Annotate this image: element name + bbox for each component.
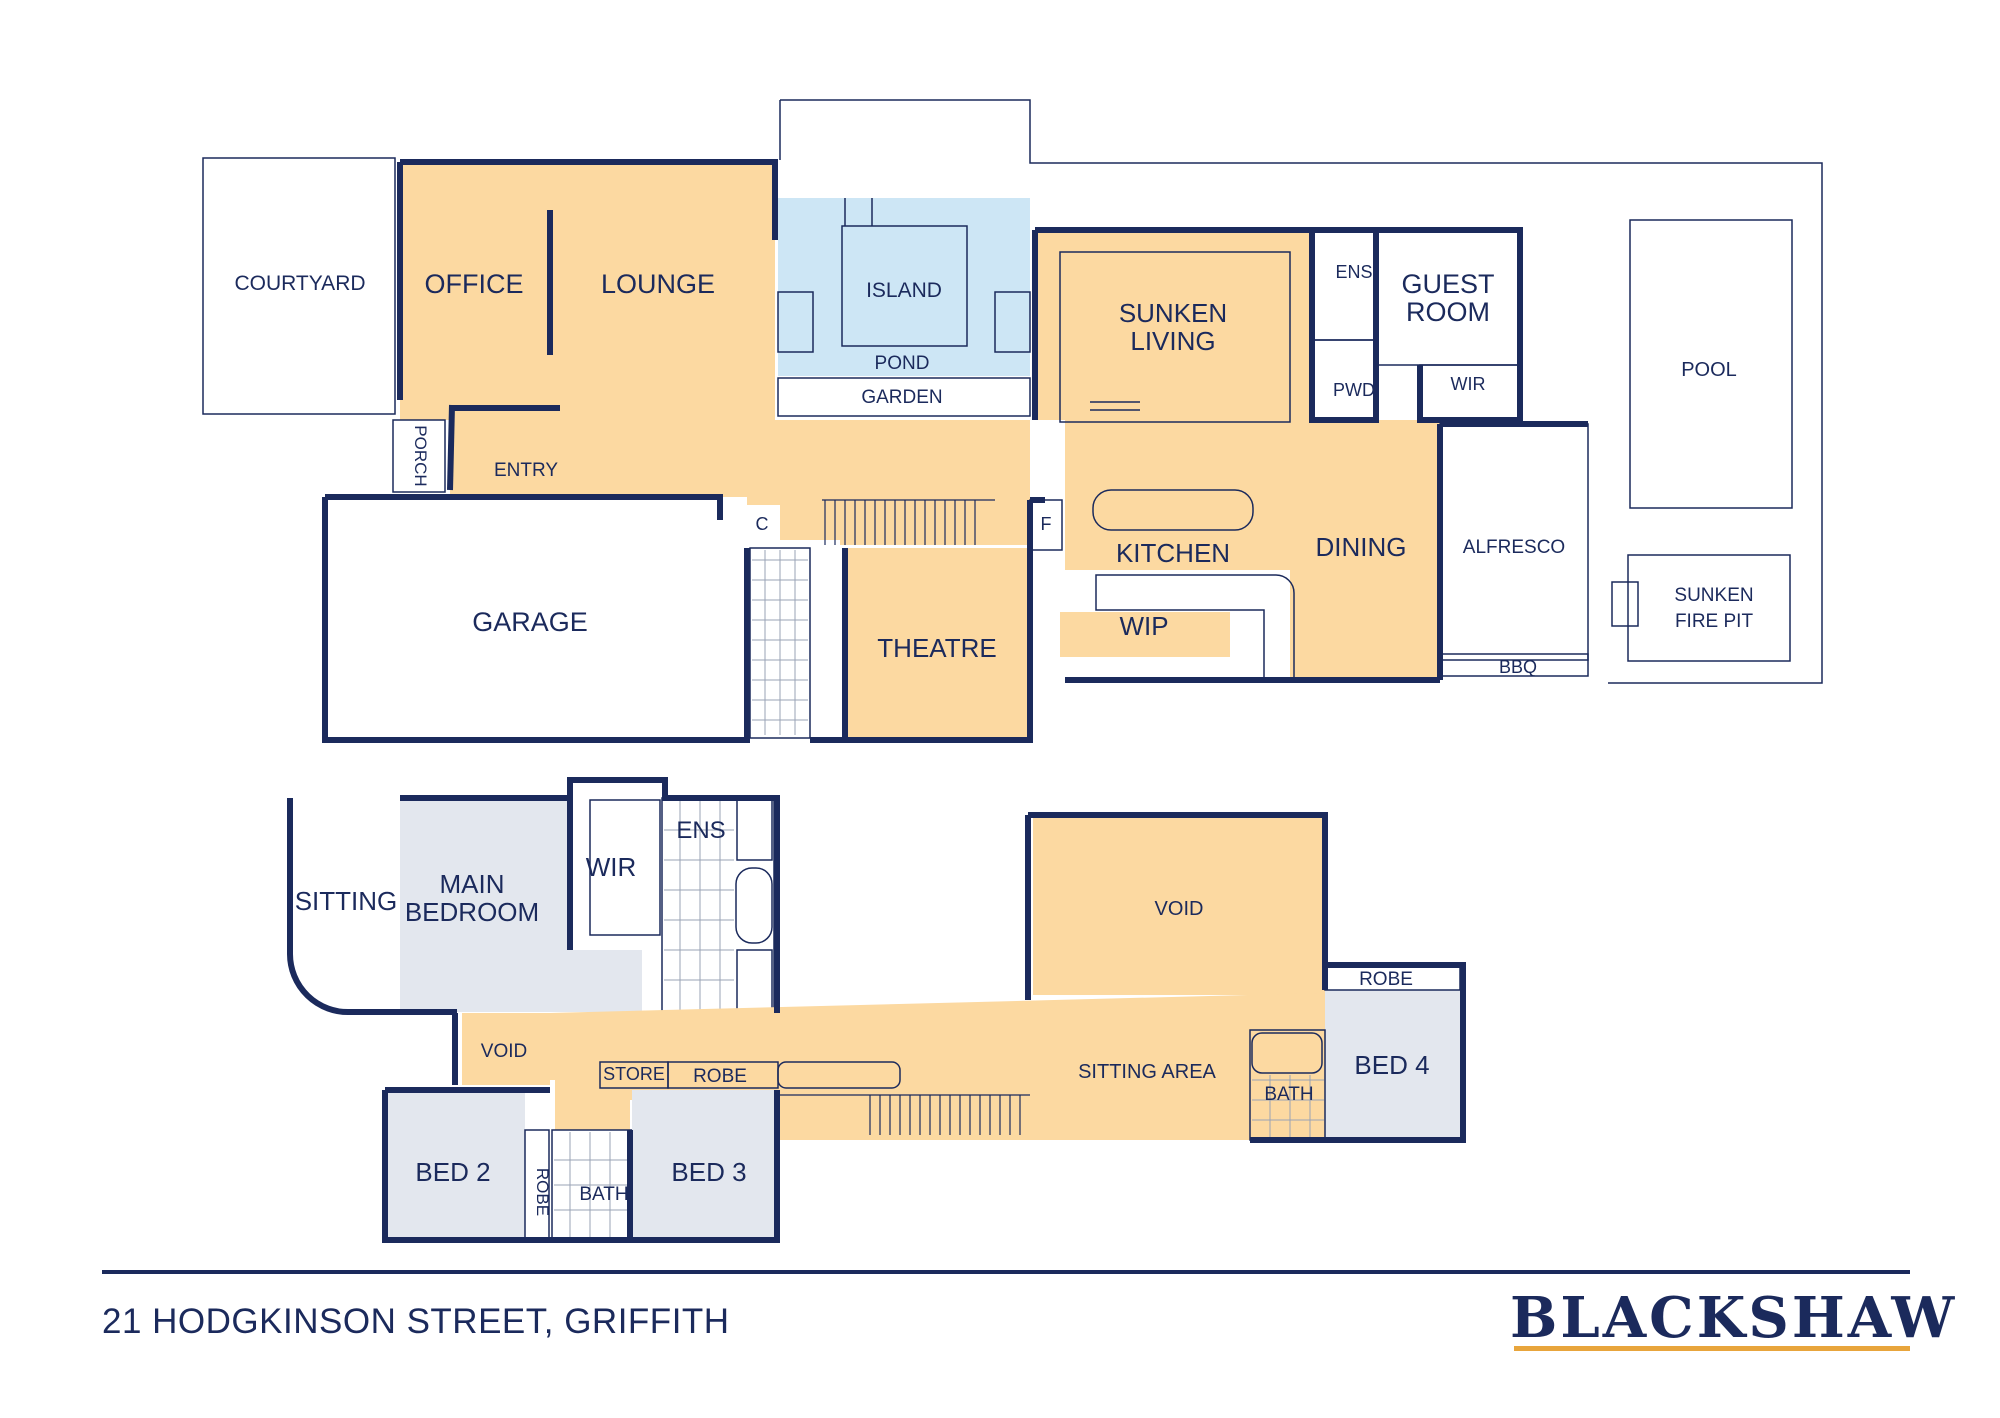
wip-label: WIP [1119, 611, 1168, 641]
f-label: F [1041, 514, 1052, 534]
ens-label: ENS [1335, 262, 1372, 282]
void-large-label: VOID [1155, 898, 1204, 920]
store-label: STORE [603, 1064, 665, 1084]
first-floor: SITTING MAIN BEDROOM WIR ENS VOID ROBE V… [287, 777, 1466, 1243]
sunken-fire-pit-label-1: SUNKEN [1674, 585, 1753, 606]
pool-label: POOL [1681, 359, 1737, 381]
wir-label-first: WIR [586, 852, 637, 882]
guest-room-label-2: ROOM [1406, 297, 1490, 327]
porch-label: PORCH [411, 425, 430, 486]
fire-pit-area [1627, 554, 1791, 662]
dining-label: DINING [1316, 532, 1407, 562]
sunken-living-label-1: SUNKEN [1119, 298, 1227, 328]
sitting-area-main [290, 798, 400, 1013]
entry-label: ENTRY [494, 460, 558, 481]
bench-area [777, 1061, 901, 1089]
guest-room-label-1: GUEST [1401, 269, 1494, 299]
footer-divider [102, 1270, 1910, 1274]
wir-area-first [589, 799, 661, 936]
main-bedroom-lower [570, 950, 642, 1012]
main-bedroom-label-2: BEDROOM [405, 897, 539, 927]
robe-bed4-label: ROBE [1359, 969, 1413, 990]
bathtub [735, 867, 773, 944]
island-label: ISLAND [866, 279, 942, 302]
bath-bed4-tiles [1252, 1075, 1324, 1138]
ensuite-area [1311, 229, 1377, 341]
stairs-ground [822, 499, 995, 545]
garden-area [777, 377, 1031, 417]
robe-label: ROBE [693, 1066, 747, 1087]
alfresco-label: ALFRESCO [1463, 537, 1565, 558]
laundry-tiles [752, 550, 808, 735]
shower-lower [736, 949, 773, 1011]
sunken-fire-pit-label-2: FIRE PIT [1675, 611, 1754, 632]
pwd-label: PWD [1333, 380, 1375, 400]
stairs-first [780, 1094, 1030, 1135]
c-label: C [756, 514, 769, 534]
bed2-area [385, 1090, 525, 1240]
main-bedroom-label-1: MAIN [440, 869, 505, 899]
void-large-area [1033, 815, 1325, 995]
entry-area [450, 405, 680, 495]
garage-label: GARAGE [472, 607, 588, 637]
courtyard-label: COURTYARD [234, 272, 365, 295]
void-small-label: VOID [481, 1041, 527, 1062]
robe-bed2-label: ROBE [533, 1168, 552, 1216]
bath-label: BATH [579, 1184, 628, 1205]
sitting-area-label: SITTING AREA [1078, 1061, 1216, 1083]
garden-label: GARDEN [861, 387, 942, 408]
main-bedroom-area [400, 798, 570, 1012]
ground-floor: COURTYARD OFFICE LOUNGE ISLAND POND GARD… [202, 99, 1823, 743]
garage-area [322, 497, 747, 739]
porch-area [392, 419, 446, 493]
ensuite-tiles [664, 800, 734, 1010]
bed3-area [632, 1090, 777, 1240]
theatre-label: THEATRE [877, 633, 996, 663]
theatre-area [845, 548, 1027, 738]
island-area [841, 225, 968, 347]
property-address: 21 HODGKINSON STREET, GRIFFITH [102, 1302, 730, 1341]
office-label: OFFICE [425, 269, 524, 299]
lounge-label: LOUNGE [601, 269, 715, 299]
bath-bed4-label: BATH [1264, 1084, 1313, 1105]
pond-label: POND [875, 353, 930, 374]
sitting-area-corridor [550, 993, 1325, 1140]
pond-ledge-right [994, 291, 1031, 353]
logo-underline [1514, 1346, 1910, 1351]
bath-tiles [554, 1132, 630, 1238]
pond-ledge-left [777, 291, 814, 353]
office-lounge-area [400, 160, 1440, 680]
wir-label-ground: WIR [1451, 374, 1486, 394]
sunken-living-label-2: LIVING [1130, 326, 1215, 356]
bed4-label: BED 4 [1354, 1050, 1429, 1080]
sitting-label: SITTING [295, 886, 398, 916]
kitchen-island [1092, 489, 1254, 531]
void-small-area [462, 1013, 550, 1085]
ens-label-first: ENS [676, 817, 725, 844]
wip-area [1060, 612, 1230, 657]
kitchen-bench [1095, 574, 1295, 679]
blackshaw-logo: BLACKSHAW [1510, 1285, 1958, 1351]
bed4-shower [1251, 1032, 1323, 1074]
courtyard-area [202, 157, 396, 415]
bbq-label: BBQ [1499, 657, 1537, 677]
bed4-area [1325, 990, 1463, 1140]
bed2-label: BED 2 [415, 1157, 490, 1187]
pool-area [1629, 219, 1793, 509]
bed3-label: BED 3 [671, 1157, 746, 1187]
shower-upper [736, 799, 773, 861]
sunken-living-area [1059, 251, 1291, 423]
kitchen-label: KITCHEN [1116, 538, 1230, 568]
